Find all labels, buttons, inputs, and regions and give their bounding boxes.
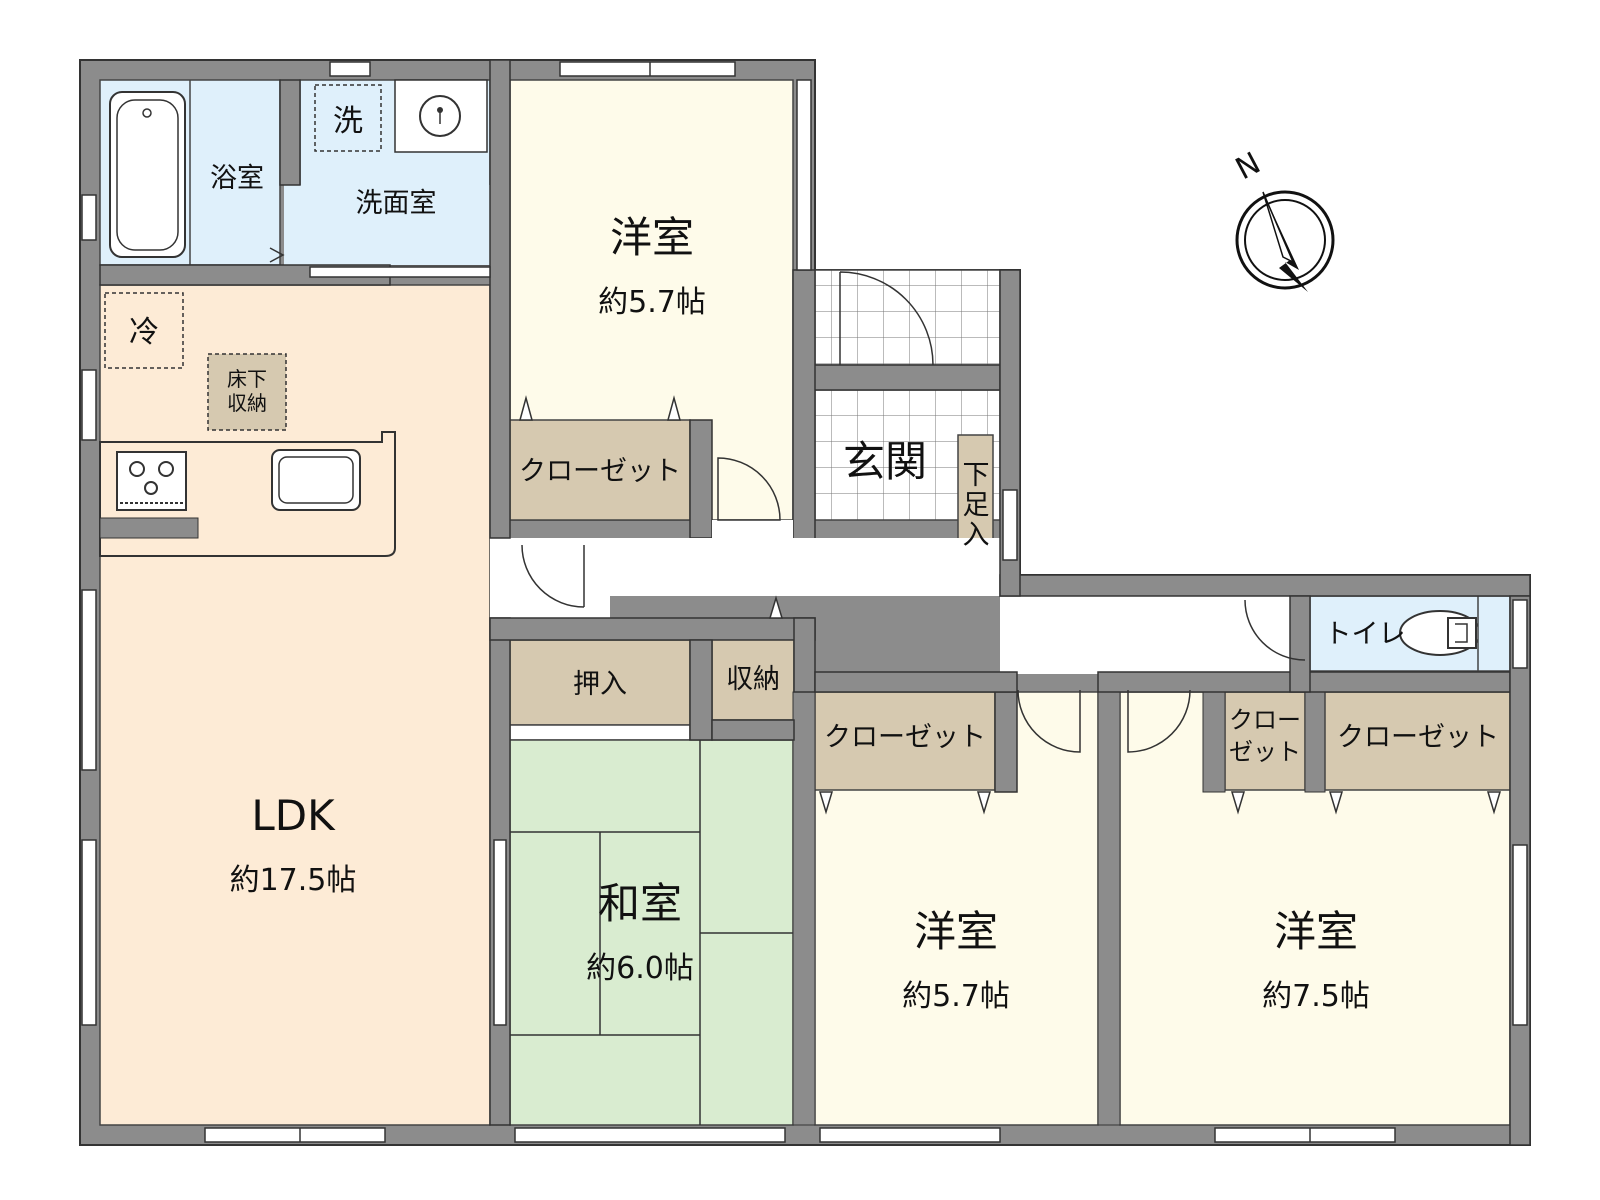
kitchen-sink-icon	[271, 449, 361, 511]
ldk-size: 約17.5帖	[230, 863, 357, 898]
entrance-label: 玄関	[843, 437, 927, 486]
underfloor-label-2: 収納	[227, 391, 267, 415]
washroom-label: 洗面室	[356, 188, 437, 219]
underfloor-storage	[207, 353, 287, 431]
closet-door-marks	[519, 395, 1502, 815]
underfloor-label-1: 床下	[227, 367, 267, 391]
door-swings	[269, 247, 1306, 753]
western-east-size: 約7.5帖	[1262, 979, 1370, 1014]
japanese-name: 和室	[598, 879, 682, 928]
bath-label: 浴室	[210, 163, 264, 194]
ldk-room	[99, 284, 491, 1126]
bath-drain-icon	[142, 108, 152, 118]
oshiire	[509, 639, 691, 726]
closet-north	[509, 419, 691, 521]
closet-small-label-2: ゼット	[1229, 738, 1301, 766]
western-mid-name: 洋室	[914, 907, 998, 956]
stove-icon	[116, 451, 187, 511]
japanese-size: 約6.0帖	[586, 951, 694, 986]
porch-tiles	[814, 269, 1001, 366]
tatami-lines	[510, 740, 793, 1125]
western-north-size: 約5.7帖	[598, 285, 706, 320]
western-north-name: 洋室	[610, 213, 694, 262]
fridge-label: 冷	[129, 315, 159, 350]
closet-east	[1324, 691, 1511, 791]
closet-mid-label: クローゼット	[824, 722, 986, 753]
washer-label: 洗	[333, 104, 363, 139]
toilet-label: トイレ	[1325, 619, 1406, 650]
western-mid-size: 約5.7帖	[902, 979, 1010, 1014]
washer-space	[314, 84, 382, 152]
bathtub-inner	[116, 99, 179, 251]
closet-north-label: クローゼット	[519, 456, 681, 487]
shoe-box-label-3: 入	[963, 520, 990, 551]
western-east-name: 洋室	[1274, 907, 1358, 956]
closet-small-label-1: クロー	[1229, 706, 1301, 734]
shoe-box-label-2: 足	[963, 490, 990, 521]
storage-label: 収納	[726, 664, 780, 695]
compass-north-label: N	[1230, 146, 1266, 187]
fridge-space	[104, 292, 184, 369]
shoe-box-label-1: 下	[963, 460, 990, 491]
washroom-lower	[284, 185, 490, 265]
closet-small	[1224, 691, 1306, 791]
windows	[81, 61, 1528, 1143]
compass	[1235, 190, 1335, 292]
hallway	[490, 538, 1000, 596]
closet-east-label: クローゼット	[1337, 722, 1499, 753]
closet-mid	[814, 691, 996, 791]
ldk-name: LDK	[251, 791, 336, 840]
oshiire-label: 押入	[573, 669, 627, 700]
